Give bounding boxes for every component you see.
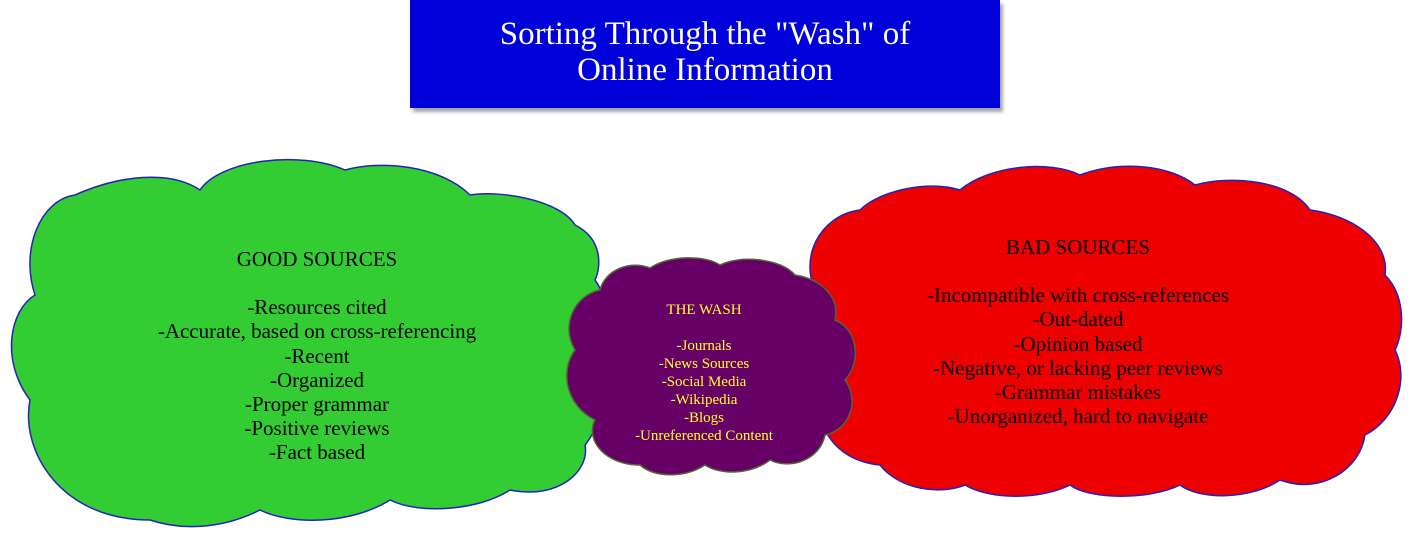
wash-item: -Social Media xyxy=(661,374,747,390)
wash-item: -News Sources xyxy=(658,356,750,372)
bad-item: -Incompatible with cross-references xyxy=(926,283,1230,308)
title-box: Sorting Through the "Wash" of Online Inf… xyxy=(410,0,1000,108)
bad-sources-heading: BAD SOURCES xyxy=(1005,235,1151,259)
bad-item: -Out-dated xyxy=(1032,307,1124,332)
wash-text: THE WASH -Journals -News Sources -Social… xyxy=(584,301,824,445)
good-sources-heading: GOOD SOURCES xyxy=(236,247,398,271)
good-item: -Positive reviews xyxy=(244,416,390,441)
good-sources-text: GOOD SOURCES -Resources cited -Accurate,… xyxy=(97,247,537,465)
bad-sources-cloud xyxy=(798,165,1403,497)
good-item: -Resources cited xyxy=(247,295,387,320)
bad-item: -Unorganized, hard to navigate xyxy=(947,404,1209,429)
good-item: -Recent xyxy=(284,343,350,368)
good-item: -Accurate, based on cross-referencing xyxy=(157,319,477,344)
wash-cloud xyxy=(566,257,856,476)
wash-item: -Journals xyxy=(676,338,732,354)
title-line-2: Online Information xyxy=(577,52,833,88)
good-item: -Organized xyxy=(269,367,365,392)
wash-item: -Unreferenced Content xyxy=(635,428,773,444)
bad-item: -Opinion based xyxy=(1013,331,1143,356)
good-item: -Fact based xyxy=(268,440,366,465)
good-sources-cloud xyxy=(10,158,606,528)
bad-item: -Grammar mistakes xyxy=(994,380,1162,405)
bad-sources-text: BAD SOURCES -Incompatible with cross-ref… xyxy=(858,235,1298,428)
good-item: -Proper grammar xyxy=(244,392,390,417)
bad-item: -Negative, or lacking peer reviews xyxy=(933,355,1223,380)
wash-item: -Wikipedia xyxy=(670,392,738,408)
wash-heading: THE WASH xyxy=(666,302,742,318)
title-line-1: Sorting Through the "Wash" of xyxy=(499,16,911,52)
wash-item: -Blogs xyxy=(683,410,724,426)
